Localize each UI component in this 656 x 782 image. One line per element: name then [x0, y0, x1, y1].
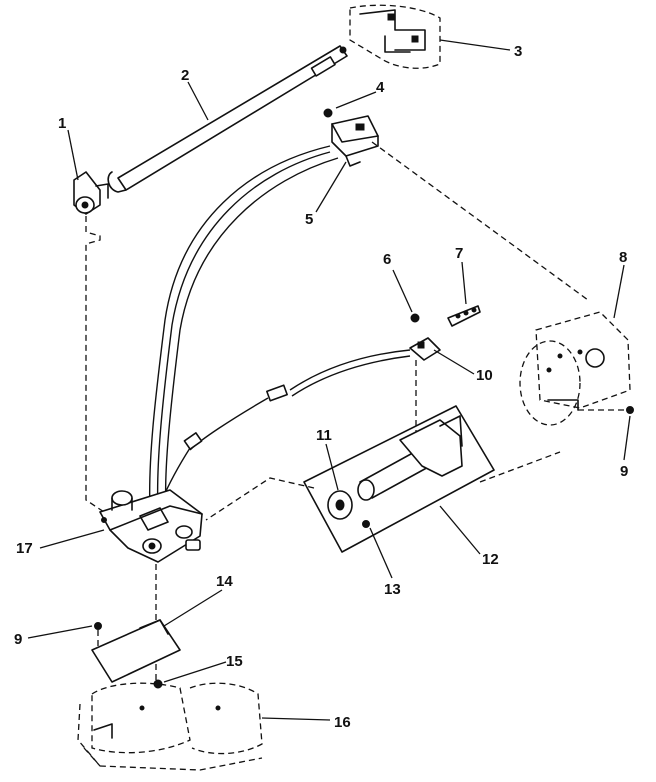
wire-harness-secondary — [189, 349, 411, 451]
part-8-cover — [519, 311, 631, 426]
part-5-switch — [331, 115, 379, 167]
callout-9-left: 9 — [14, 631, 22, 648]
dashed-link-12-17 — [205, 477, 315, 521]
callout-8: 8 — [619, 249, 627, 266]
part-13-screw — [362, 520, 370, 528]
callout-4: 4 — [376, 79, 385, 96]
part-17-valve — [99, 489, 203, 563]
callout-5: 5 — [305, 211, 313, 228]
callout-7: 7 — [455, 245, 463, 262]
part-11-bushing — [327, 490, 353, 520]
part-4-screw — [323, 108, 333, 118]
callout-10: 10 — [476, 367, 493, 384]
callout-6: 6 — [383, 251, 391, 268]
part-16-base — [77, 682, 263, 771]
part-9-screw-right — [578, 406, 634, 414]
callout-15: 15 — [226, 653, 243, 670]
part-1-bracket — [73, 171, 109, 215]
part-10-terminal — [409, 337, 441, 361]
part-2-rod — [107, 45, 348, 193]
callout-11: 11 — [316, 427, 332, 444]
wire-harness-main — [148, 145, 339, 511]
part-12-igniter-assembly — [303, 405, 495, 553]
callout-12: 12 — [482, 551, 499, 568]
dashed-link-5-8 — [371, 141, 589, 301]
callout-9-right: 9 — [620, 463, 628, 480]
dashed-link-12-8 — [479, 451, 561, 483]
callout-3: 3 — [514, 43, 522, 60]
callout-2: 2 — [181, 67, 189, 84]
callout-13: 13 — [384, 581, 401, 598]
callout-14: 14 — [216, 573, 233, 590]
leader-lines — [27, 39, 631, 721]
callout-16: 16 — [334, 714, 351, 731]
callout-labels: 1 2 3 4 5 6 7 8 9 9 10 11 12 13 14 15 16… — [14, 43, 628, 731]
part-3-bracket — [349, 4, 441, 69]
part-14-plate — [91, 619, 181, 683]
part-6-screw — [410, 313, 420, 323]
dashed-link-1-17 — [85, 216, 105, 513]
callout-17: 17 — [16, 540, 33, 557]
part-9-screw-left — [94, 622, 102, 650]
callout-1: 1 — [58, 115, 66, 132]
part-7-clip — [447, 305, 481, 327]
